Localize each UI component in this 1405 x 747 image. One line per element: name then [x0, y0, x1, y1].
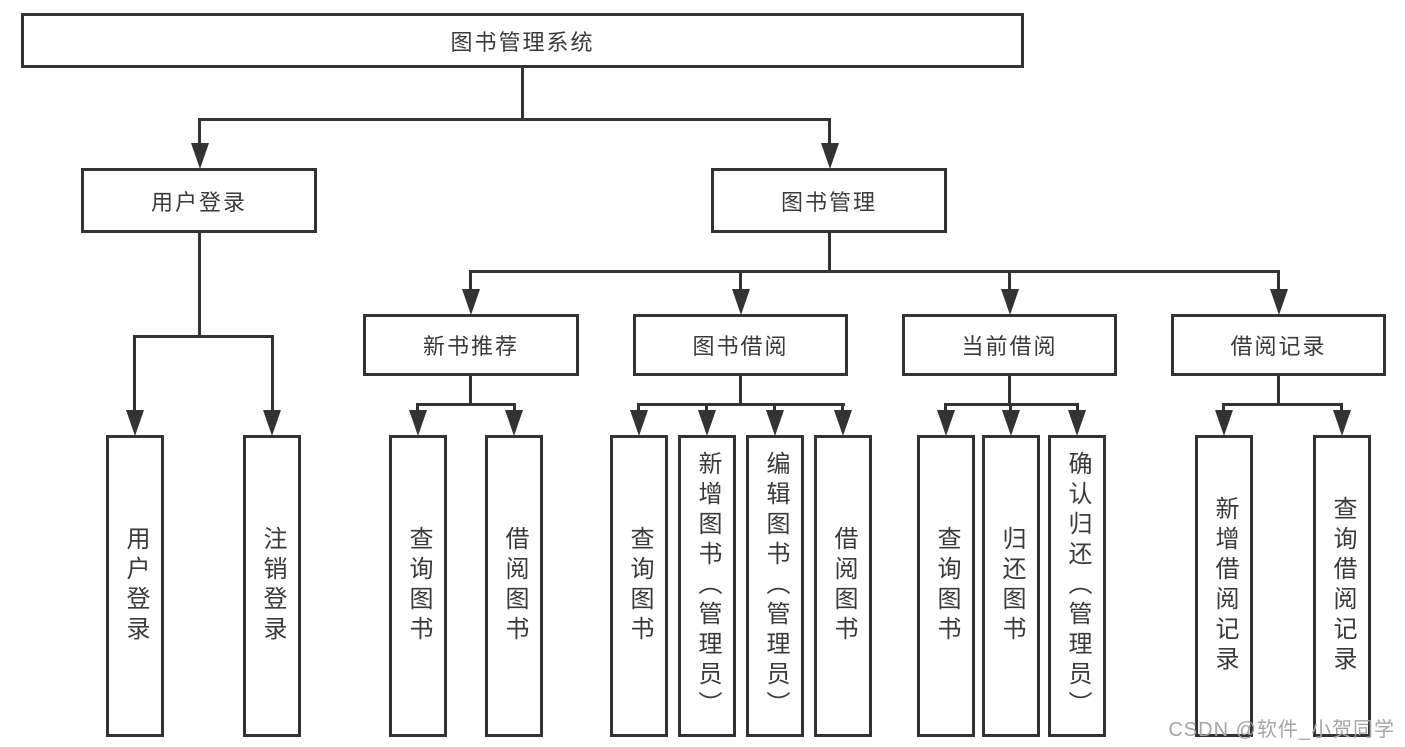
arrow-down-icon	[821, 143, 839, 169]
connector-line	[841, 403, 844, 413]
connector-line	[705, 403, 708, 413]
leaf-label: 编辑图书（管理员）	[762, 451, 789, 721]
arrow-down-icon	[462, 289, 480, 315]
arrow-down-icon	[191, 143, 209, 169]
leaf-query-borrow-record: 查询借阅记录	[1313, 435, 1371, 737]
connector-line	[773, 403, 776, 413]
connector-line	[416, 403, 419, 413]
node-book-borrow: 图书借阅	[633, 314, 848, 376]
connector-line	[133, 335, 274, 338]
connector-line	[271, 335, 274, 412]
leaf-label: 确认归还（管理员）	[1064, 451, 1091, 721]
arrow-down-icon	[263, 410, 281, 436]
arrow-down-icon	[1068, 410, 1086, 436]
node-label: 新书推荐	[422, 334, 519, 359]
connector-line	[513, 403, 516, 413]
connector-line	[469, 376, 472, 406]
leaf-confirm-return-admin: 确认归还（管理员）	[1048, 435, 1106, 737]
connector-line	[944, 403, 947, 413]
arrow-down-icon	[937, 410, 955, 436]
connector-line	[637, 403, 640, 413]
connector-line	[198, 118, 201, 146]
connector-line	[1222, 403, 1343, 406]
arrow-down-icon	[1270, 289, 1288, 315]
connector-line	[198, 233, 201, 338]
leaf-label: 新增图书（管理员）	[694, 451, 721, 721]
leaf-label: 查询图书	[933, 526, 960, 646]
arrow-down-icon	[1215, 410, 1233, 436]
leaf-label: 借阅图书	[501, 526, 528, 646]
connector-line	[1008, 270, 1011, 291]
connector-line	[521, 68, 524, 118]
connector-line	[133, 335, 136, 412]
node-label: 图书管理系统	[450, 29, 595, 55]
leaf-query-books-2: 查询图书	[610, 435, 668, 737]
node-library-system: 图书管理系统	[21, 13, 1024, 68]
leaf-label: 借阅图书	[830, 526, 857, 646]
leaf-label: 注销登录	[259, 526, 286, 646]
connector-line	[198, 118, 831, 121]
arrow-down-icon	[630, 410, 648, 436]
node-label: 借阅记录	[1230, 334, 1327, 359]
node-label: 当前借阅	[961, 334, 1058, 359]
arrow-down-icon	[505, 410, 523, 436]
connector-line	[1277, 270, 1280, 291]
connector-line	[637, 403, 845, 406]
connector-line	[1076, 403, 1079, 413]
arrow-down-icon	[698, 410, 716, 436]
node-label: 图书管理	[780, 189, 877, 215]
leaf-add-borrow-record: 新增借阅记录	[1195, 435, 1253, 737]
leaf-query-books-1: 查询图书	[389, 435, 447, 737]
leaf-label: 查询图书	[626, 526, 653, 646]
node-current-borrow: 当前借阅	[902, 314, 1117, 376]
leaf-logout: 注销登录	[243, 435, 301, 737]
arrow-down-icon	[1333, 410, 1351, 436]
connector-line	[469, 270, 472, 291]
connector-line	[469, 270, 1280, 273]
leaf-borrow-books-2: 借阅图书	[814, 435, 872, 737]
leaf-label: 查询借阅记录	[1329, 496, 1356, 676]
leaf-return-books: 归还图书	[982, 435, 1040, 737]
connector-line	[1340, 403, 1343, 413]
leaf-query-books-3: 查询图书	[917, 435, 975, 737]
connector-line	[416, 403, 516, 406]
arrow-down-icon	[766, 410, 784, 436]
node-borrow-records: 借阅记录	[1171, 314, 1386, 376]
leaf-label: 查询图书	[405, 526, 432, 646]
leaf-borrow-books-1: 借阅图书	[485, 435, 543, 737]
leaf-user-login: 用户登录	[106, 435, 164, 737]
arrow-down-icon	[834, 410, 852, 436]
connector-line	[739, 376, 742, 406]
leaf-label: 用户登录	[122, 526, 149, 646]
node-book-management: 图书管理	[711, 168, 947, 233]
arrow-down-icon	[732, 289, 750, 315]
node-label: 用户登录	[150, 189, 247, 215]
watermark: CSDN @软件_小贺同学	[1168, 719, 1395, 741]
leaf-edit-books-admin: 编辑图书（管理员）	[746, 435, 804, 737]
node-new-book-recommend: 新书推荐	[363, 314, 579, 376]
leaf-label: 新增借阅记录	[1211, 496, 1238, 676]
connector-line	[1222, 403, 1225, 413]
connector-line	[828, 233, 831, 273]
connector-line	[1008, 376, 1011, 406]
arrow-down-icon	[1001, 289, 1019, 315]
leaf-label: 归还图书	[998, 526, 1025, 646]
arrow-down-icon	[409, 410, 427, 436]
connector-line	[1277, 376, 1280, 406]
arrow-down-icon	[126, 410, 144, 436]
node-label: 图书借阅	[692, 334, 789, 359]
connector-line	[1009, 403, 1012, 413]
node-user-login: 用户登录	[81, 168, 317, 233]
connector-line	[828, 118, 831, 146]
connector-line	[739, 270, 742, 291]
arrow-down-icon	[1002, 410, 1020, 436]
leaf-add-books-admin: 新增图书（管理员）	[678, 435, 736, 737]
